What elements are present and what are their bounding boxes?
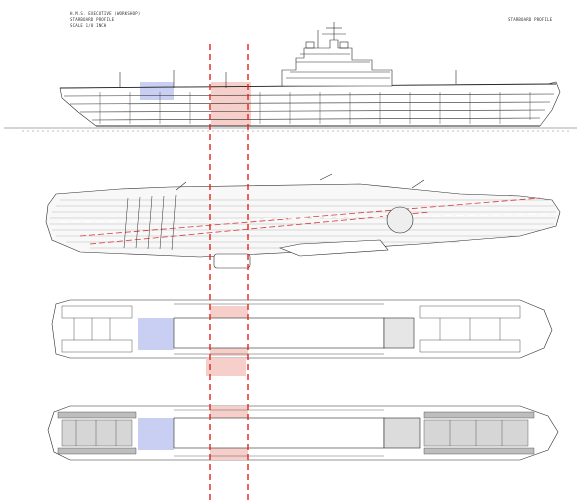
hangar-deck-plan-view — [51, 299, 553, 376]
hangar-blue-highlight — [138, 318, 174, 350]
starboard-profile-view — [4, 22, 577, 132]
flight-deck-outline — [45, 183, 561, 258]
profile-blue-highlight — [140, 82, 174, 100]
title-block-line-3: SCALE 1/8 INCH — [70, 23, 107, 28]
island-plan — [278, 239, 389, 257]
profile-island — [281, 22, 393, 87]
title-block-line-1: H.M.S. EXECUTIVE (WORKSHOP) — [70, 11, 141, 16]
lower-lift-well — [383, 417, 421, 449]
hangar-clear-bay — [173, 317, 385, 349]
section-reference-lines — [209, 44, 249, 500]
lower-blue-highlight — [138, 418, 174, 450]
profile-red-highlight — [211, 82, 251, 126]
forward-lift — [386, 206, 414, 234]
title-block-line-2: STARBOARD PROFILE — [70, 17, 115, 22]
profile-hull — [59, 81, 561, 127]
flight-deck-plan-view — [45, 173, 561, 269]
lower-deck-plan-view — [47, 405, 559, 461]
deck-edge-lift — [213, 253, 251, 269]
lower-clear-bay — [173, 417, 385, 449]
hangar-lift-well — [383, 317, 415, 349]
profile-label: STARBOARD PROFILE — [508, 17, 553, 22]
